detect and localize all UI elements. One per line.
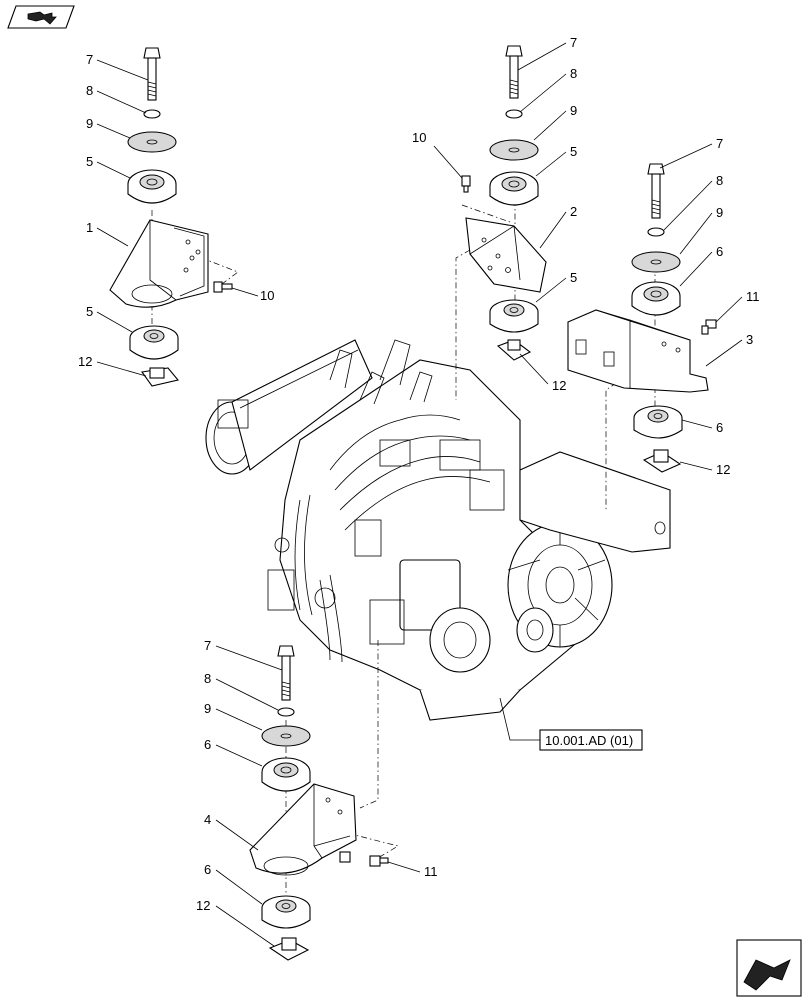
callout-12: 12: [78, 354, 92, 369]
bolt-11b: [369, 855, 389, 867]
rubber-mount-5b: [129, 325, 179, 360]
callout-8: 8: [86, 83, 93, 98]
bracket-3: [567, 309, 709, 393]
plate-9d: [261, 725, 311, 747]
bracket-4: [249, 783, 357, 876]
callout-7: 7: [716, 136, 723, 151]
callout-11: 11: [746, 289, 760, 304]
reference-link[interactable]: 10.001.AD (01): [539, 729, 643, 751]
callout-8: 8: [204, 671, 211, 686]
callout-9: 9: [204, 701, 211, 716]
callout-7: 7: [86, 52, 93, 67]
mount-group-1: [109, 47, 233, 387]
callout-5: 5: [570, 270, 577, 285]
bolt-7b: [505, 45, 523, 99]
nut-plate-12b: [496, 339, 532, 361]
mount-group-4: [249, 645, 389, 961]
callout-9: 9: [570, 103, 577, 118]
rubber-mount-6a: [631, 281, 681, 316]
bolt-7c: [647, 163, 665, 219]
washer-8c: [647, 227, 665, 237]
callout-6: 6: [716, 244, 723, 259]
callout-1: 1: [86, 220, 93, 235]
callout-5: 5: [86, 154, 93, 169]
plate-9a: [127, 131, 177, 153]
callout-6: 6: [204, 737, 211, 752]
callout-6: 6: [204, 862, 211, 877]
mount-group-3: [567, 163, 717, 473]
leader-lines: [96, 42, 743, 947]
bracket-2: [465, 217, 547, 293]
callout-labels: 7 8 9 5 1 10 5 12 7 8 9 5 10 2 5 12 7 8 …: [78, 35, 760, 913]
callout-5: 5: [86, 304, 93, 319]
callout-10: 10: [412, 130, 426, 145]
callout-9: 9: [86, 116, 93, 131]
bolt-7d: [277, 645, 295, 701]
callout-6: 6: [716, 420, 723, 435]
callout-7: 7: [570, 35, 577, 50]
callout-3: 3: [746, 332, 753, 347]
washer-8a: [143, 109, 161, 119]
washer-8d: [277, 707, 295, 717]
rubber-mount-5d: [489, 299, 539, 333]
bracket-1: [109, 219, 209, 308]
rubber-mount-6b: [633, 405, 683, 439]
book-arrow-icon[interactable]: [7, 5, 75, 29]
callout-9: 9: [716, 205, 723, 220]
nut-plate-12d: [268, 937, 310, 961]
nut-plate-12a: [141, 367, 179, 387]
callout-11: 11: [424, 864, 438, 879]
plate-9b: [489, 139, 539, 161]
mount-group-2: [461, 45, 547, 361]
washer-8b: [505, 109, 523, 119]
bolt-10b: [461, 175, 471, 193]
callout-10: 10: [260, 288, 274, 303]
rubber-mount-5c: [489, 171, 539, 206]
engine-assembly: [205, 339, 671, 721]
callout-8: 8: [716, 173, 723, 188]
bolt-7a: [143, 47, 161, 101]
callout-8: 8: [570, 66, 577, 81]
next-page-arrow-icon[interactable]: [736, 939, 802, 997]
reference-label[interactable]: 10.001.AD (01): [545, 733, 633, 748]
callout-4: 4: [204, 812, 211, 827]
rubber-mount-5a: [127, 169, 177, 204]
callout-2: 2: [570, 204, 577, 219]
rubber-mount-6d: [261, 895, 311, 929]
nut-plate-12c: [642, 449, 682, 473]
callout-12: 12: [552, 378, 566, 393]
bolt-10a: [213, 281, 233, 293]
callout-7: 7: [204, 638, 211, 653]
callout-12: 12: [716, 462, 730, 477]
callout-12: 12: [196, 898, 210, 913]
bolt-11a: [701, 319, 717, 335]
rubber-mount-6c: [261, 757, 311, 792]
plate-9c: [631, 251, 681, 273]
callout-5: 5: [570, 144, 577, 159]
